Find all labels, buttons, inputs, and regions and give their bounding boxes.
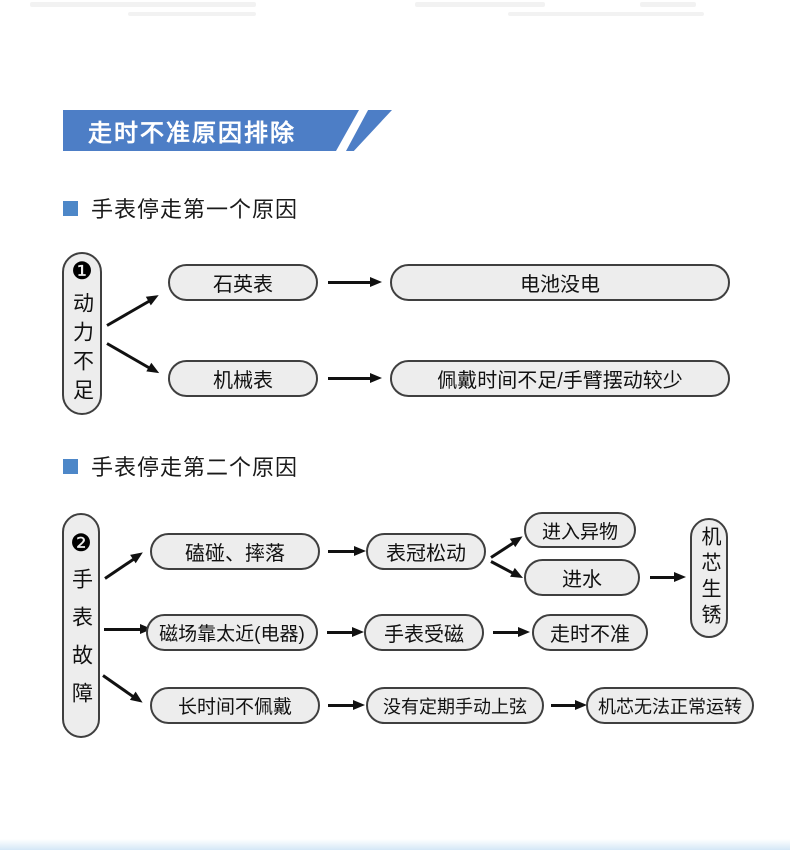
arrow-diagonal-up-icon [106, 299, 152, 327]
section2-heading-text: 手表停走第二个原因 [91, 455, 299, 480]
section1-heading: 手表停走第一个原因 [63, 192, 298, 224]
square-bullet-icon [63, 200, 78, 216]
flow1-row2-effect-label: 佩戴时间不足/手臂摆动较少 [437, 370, 683, 392]
arrow-right-icon [551, 700, 587, 710]
flow2-row3-step1-node: 长时间不佩戴 [150, 687, 320, 724]
flow2-root-label: 手表故障 [69, 567, 93, 720]
flow2-row2-step2-label: 手表受磁 [384, 624, 464, 646]
flow1-row2-cause-label: 机械表 [213, 370, 273, 392]
flow2-row2-step1-label: 磁场靠太近(电器) [159, 624, 305, 645]
flow1-row1-effect-node: 电池没电 [390, 264, 730, 301]
arrow-right-icon [328, 277, 382, 287]
circled-two-icon: ❷ [70, 529, 92, 557]
flow2-row1-branch-top-node: 进入异物 [524, 512, 636, 548]
section2-heading: 手表停走第二个原因 [63, 450, 298, 482]
arrow-right-icon [328, 700, 365, 710]
arrow-right-icon [650, 572, 686, 582]
flow1-row1-cause-node: 石英表 [168, 264, 318, 301]
flow2-row3-step2-label: 没有定期手动上弦 [383, 696, 527, 717]
flow2-row1-step1-label: 磕碰、摔落 [185, 543, 285, 565]
arrow-right-icon [104, 624, 152, 634]
flow1-row2-effect-node: 佩戴时间不足/手臂摆动较少 [390, 360, 730, 397]
faded-text-artifact [508, 12, 704, 16]
flow2-row3-step1-label: 长时间不佩戴 [177, 697, 292, 718]
flow1-row1-effect-label: 电池没电 [520, 274, 600, 296]
flow2-row2-step3-node: 走时不准 [532, 614, 648, 651]
faded-text-artifact [640, 2, 696, 7]
arrow-diagonal-down-icon [490, 560, 515, 576]
circled-one-icon: ❶ [71, 257, 93, 285]
flow2-row1-branch-bottom-label: 进水 [562, 569, 602, 591]
flow2-row1-branch-bottom-node: 进水 [524, 559, 640, 596]
arrow-right-icon [328, 373, 382, 383]
flow2-row1-result-label: 机芯生锈 [698, 526, 720, 630]
flow2-root-node: ❷ 手表故障 [62, 513, 100, 738]
square-bullet-icon [63, 458, 78, 474]
arrow-diagonal-down-icon [106, 342, 152, 370]
flow1-row1-cause-label: 石英表 [213, 274, 273, 296]
arrow-right-icon [327, 627, 364, 637]
title-banner: 走时不准原因排除 [63, 110, 359, 151]
page-title: 走时不准原因排除 [88, 120, 296, 147]
bottom-gradient-strip [0, 839, 790, 850]
flow2-row3-step2-node: 没有定期手动上弦 [366, 687, 544, 724]
arrow-diagonal-up-icon [490, 540, 516, 559]
faded-text-artifact [128, 12, 256, 16]
flow2-row2-step3-label: 走时不准 [550, 624, 630, 646]
arrow-diagonal-up-icon [104, 557, 136, 580]
flow2-row1-branch-top-label: 进入异物 [541, 521, 618, 543]
flow1-row2-cause-node: 机械表 [168, 360, 318, 397]
arrow-right-icon [328, 546, 366, 556]
flow2-row1-step1-node: 磕碰、摔落 [150, 533, 320, 570]
flow2-row2-step1-node: 磁场靠太近(电器) [146, 614, 318, 651]
flow2-row2-step2-node: 手表受磁 [364, 614, 484, 651]
flow2-row1-step2-node: 表冠松动 [366, 533, 486, 570]
arrow-right-icon [493, 627, 530, 637]
flow2-row1-result-node: 机芯生锈 [690, 518, 728, 638]
faded-text-artifact [415, 2, 545, 7]
faded-text-artifact [30, 2, 256, 7]
flow2-row1-step2-label: 表冠松动 [386, 543, 466, 565]
flow2-row3-step3-label: 机芯无法正常运转 [598, 696, 742, 717]
flow2-row3-step3-node: 机芯无法正常运转 [586, 687, 754, 724]
flow1-root-label: 动力不足 [70, 291, 94, 408]
flow1-root-node: ❶ 动力不足 [62, 252, 102, 415]
section1-heading-text: 手表停走第一个原因 [91, 197, 299, 222]
arrow-diagonal-down-icon [102, 674, 135, 699]
